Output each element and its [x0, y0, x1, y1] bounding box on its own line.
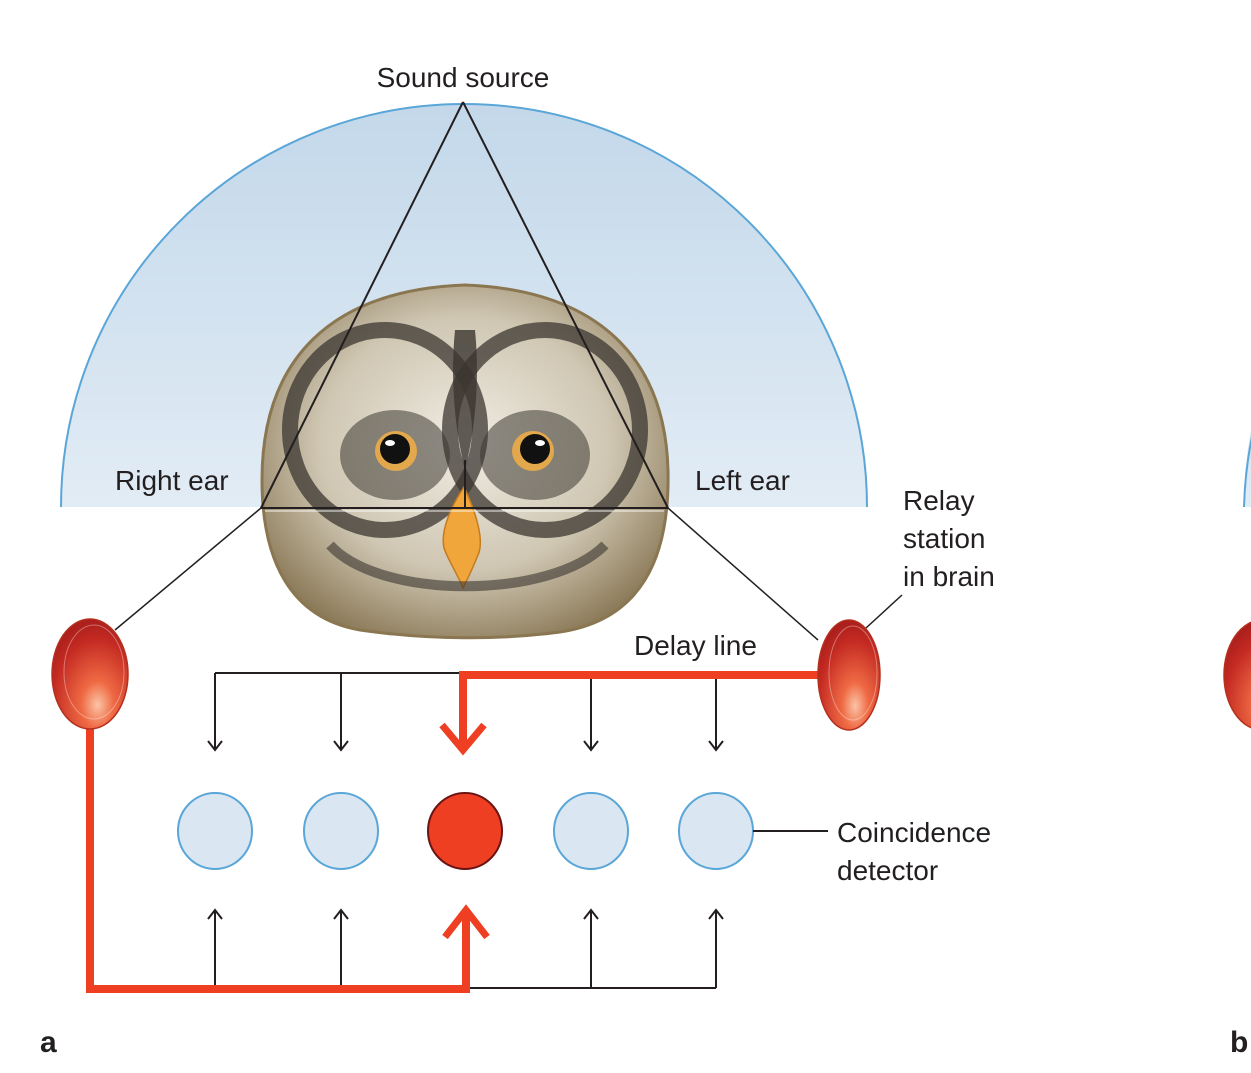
panel-label-b: b	[1230, 1026, 1248, 1059]
top-delay-branches	[214, 672, 717, 750]
label-relay-station-1: Relay	[903, 485, 975, 516]
relay-station-left-ear	[817, 619, 881, 731]
label-right-ear: Right ear	[115, 465, 229, 496]
label-sound-source: Sound source	[377, 62, 550, 93]
panel-label-a: a	[40, 1026, 57, 1059]
relay-label-leader-line	[865, 594, 903, 629]
right-ear-leader-line	[114, 507, 262, 631]
bottom-delay-branches	[214, 910, 717, 989]
sound-path-triangle	[260, 101, 669, 509]
relay-station-right-ear	[51, 618, 129, 730]
label-relay-station-2: station	[903, 523, 986, 554]
coincidence-detector	[678, 792, 754, 870]
left-ear-leader-line	[667, 507, 819, 641]
coincidence-detector-active	[427, 792, 503, 870]
coincidence-detector	[553, 792, 629, 870]
coincidence-detector	[177, 792, 253, 870]
relay-station-panel-b	[1223, 621, 1251, 729]
top-arrowheads	[207, 740, 724, 752]
owl-eye-left	[512, 431, 554, 471]
coincidence-detector-row	[177, 792, 754, 870]
coincidence-detector	[303, 792, 379, 870]
label-coincidence-1: Coincidence	[837, 817, 991, 848]
owl-eye-right	[375, 431, 417, 471]
right-delay-path	[86, 700, 470, 993]
left-delay-path	[459, 671, 818, 748]
label-left-ear: Left ear	[695, 465, 790, 496]
active-signal-path	[86, 671, 818, 993]
label-coincidence-2: detector	[837, 855, 938, 886]
label-delay-line: Delay line	[634, 630, 757, 661]
bottom-arrowheads	[207, 908, 724, 920]
label-relay-station-3: in brain	[903, 561, 995, 592]
active-arrowheads	[439, 722, 490, 940]
panel-b-dome-edge	[1243, 436, 1251, 508]
